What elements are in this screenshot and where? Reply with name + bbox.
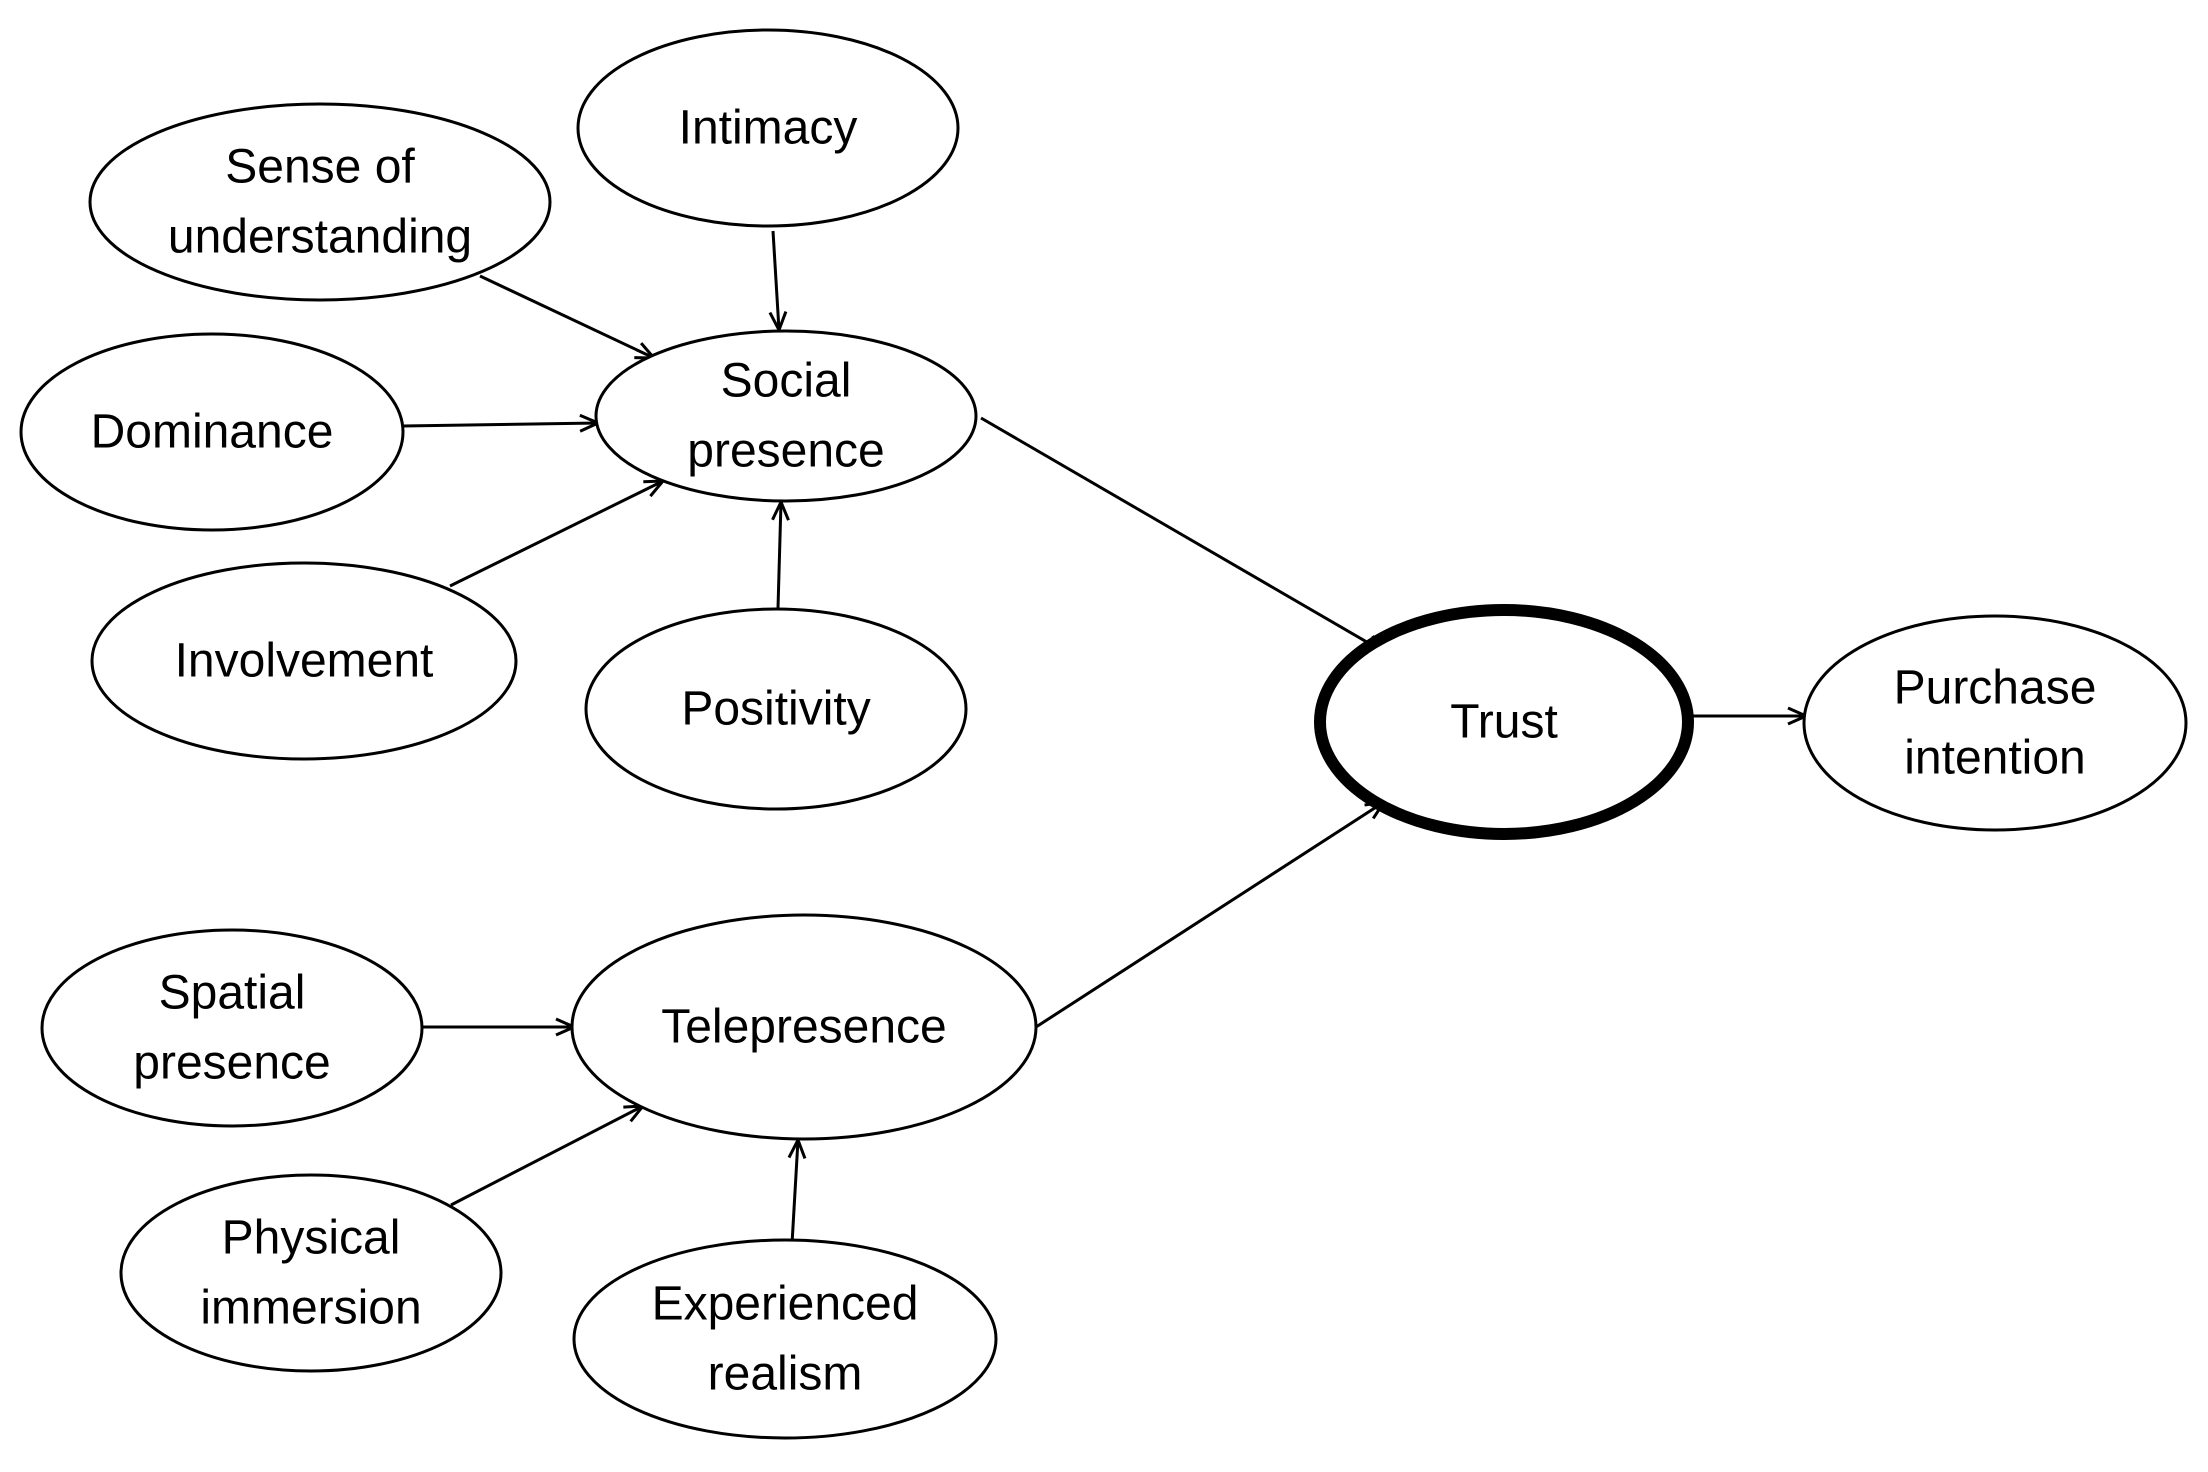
node-experienced-realism-label: Experienced — [652, 1278, 919, 1331]
node-involvement-ellipse — [90, 561, 518, 761]
node-purchase-intention-label: Purchase — [1894, 662, 2097, 715]
edge-intimacy-to-social-presence — [773, 230, 779, 330]
edge-experienced-realism-to-telepresence — [792, 1140, 798, 1245]
node-social-presence: Social presence — [594, 329, 978, 503]
node-sense-of-understanding-label: understanding — [168, 211, 472, 264]
edge-involvement-to-social-presence — [449, 481, 663, 588]
edge-physical-immersion-to-telepresence — [450, 1106, 643, 1207]
node-dominance-ellipse — [19, 332, 405, 532]
node-positivity-ellipse — [584, 607, 968, 811]
node-experienced-realism: Experienced realism — [572, 1238, 998, 1440]
node-spatial-presence-ellipse — [40, 928, 424, 1128]
node-telepresence-ellipse — [570, 913, 1038, 1141]
node-physical-immersion-label: Physical — [222, 1212, 401, 1265]
node-physical-immersion: Physical immersion — [119, 1173, 503, 1373]
node-involvement: Involvement — [90, 561, 518, 761]
edge-sense-of-understanding-to-social-presence — [479, 274, 654, 358]
node-social-presence-label: Social — [721, 355, 852, 408]
node-intimacy: Intimacy — [576, 28, 960, 228]
node-intimacy-ellipse — [576, 28, 960, 228]
edge-social-presence-to-trust — [980, 416, 1384, 652]
node-experienced-realism-ellipse — [572, 1238, 998, 1440]
edges — [402, 230, 1806, 1245]
node-purchase-intention: Purchase intention — [1802, 614, 2188, 832]
edge-positivity-to-social-presence — [778, 502, 781, 609]
node-dominance: Dominance — [19, 332, 405, 532]
node-positivity-label: Positivity — [681, 683, 870, 736]
node-sense-of-understanding-ellipse — [88, 102, 552, 302]
node-sense-of-understanding: Sense of understanding — [88, 102, 552, 302]
node-telepresence-label: Telepresence — [661, 1001, 947, 1054]
node-involvement-label: Involvement — [175, 635, 434, 688]
node-spatial-presence: Spatial presence — [40, 928, 424, 1128]
edge-telepresence-to-trust — [1035, 802, 1384, 1029]
edge-dominance-to-social-presence — [402, 423, 598, 426]
node-trust-label: Trust — [1450, 696, 1558, 749]
node-trust-ellipse — [1314, 604, 1694, 840]
node-trust: Trust — [1314, 604, 1694, 840]
node-social-presence-ellipse — [594, 329, 978, 503]
node-physical-immersion-ellipse — [119, 1173, 503, 1373]
node-physical-immersion-label: immersion — [200, 1282, 421, 1335]
node-social-presence-label: presence — [687, 425, 884, 478]
node-telepresence: Telepresence — [570, 913, 1038, 1141]
node-experienced-realism-label: realism — [708, 1348, 863, 1401]
node-purchase-intention-label: intention — [1904, 732, 2085, 785]
node-purchase-intention-ellipse — [1802, 614, 2188, 832]
node-intimacy-label: Intimacy — [679, 102, 858, 155]
node-spatial-presence-label: presence — [133, 1037, 330, 1090]
node-sense-of-understanding-label: Sense of — [225, 141, 415, 194]
node-spatial-presence-label: Spatial — [159, 967, 306, 1020]
node-dominance-label: Dominance — [91, 406, 334, 459]
node-positivity: Positivity — [584, 607, 968, 811]
